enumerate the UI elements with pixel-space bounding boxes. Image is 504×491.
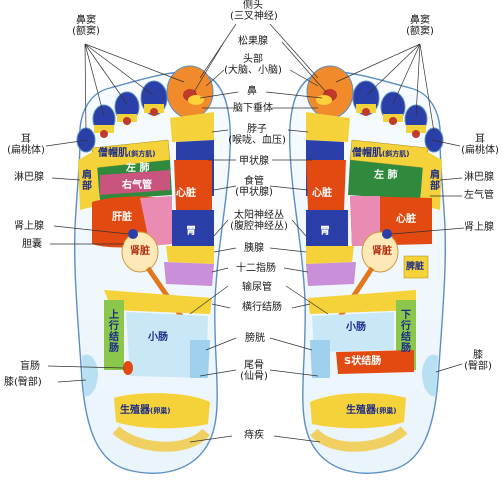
label-left-bronchus: 左气管 bbox=[464, 190, 494, 201]
right-esophagus-zone bbox=[306, 160, 346, 210]
zone-right-descending-colon: 下行结肠 bbox=[401, 310, 411, 354]
zone-right-small-intestine: 小肠 bbox=[346, 322, 366, 333]
label-thyroid: 甲状腺 bbox=[239, 156, 269, 167]
left-heart-zone bbox=[174, 160, 212, 210]
label-nose-center: 鼻 bbox=[247, 86, 257, 97]
left-transverse-colon bbox=[104, 290, 212, 314]
left-appendix bbox=[123, 361, 133, 375]
zone-right-heart: 心脏 bbox=[396, 214, 416, 225]
right-pancreas-zone bbox=[306, 246, 354, 264]
right-kidney bbox=[361, 231, 399, 273]
label-appendix: 盲肠 bbox=[20, 361, 40, 372]
right-stomach-zone bbox=[306, 210, 348, 250]
right-transverse-colon bbox=[308, 290, 416, 314]
label-head-side: 侧头(三叉神经) bbox=[230, 0, 278, 22]
zone-left-genitals: 生殖器(卵巢) bbox=[120, 405, 171, 416]
zone-right-sigmoid-colon: S状结肠 bbox=[344, 356, 382, 367]
zone-right-heart-left: 心脏 bbox=[312, 188, 332, 199]
label-left-adrenal: 肾上腺 bbox=[14, 221, 44, 232]
label-pituitary: 脑下垂体 bbox=[233, 103, 273, 114]
zone-left-lung: 左 肺 bbox=[126, 163, 150, 174]
right-sigmoid-colon bbox=[336, 350, 414, 374]
label-transverse-colon: 横行结肠 bbox=[242, 302, 282, 313]
left-duodenum-zone bbox=[164, 262, 214, 286]
right-knee-zone bbox=[422, 354, 438, 397]
label-left-knee: 膝(臀部) bbox=[4, 377, 42, 388]
label-head: 头部(大脑、小脑) bbox=[224, 54, 282, 76]
left-foot bbox=[73, 65, 232, 474]
label-pineal: 松果腺 bbox=[238, 36, 268, 47]
right-foot bbox=[288, 65, 447, 474]
leader-lines bbox=[45, 23, 465, 443]
label-left-lymph: 淋巴腺 bbox=[14, 172, 44, 183]
zone-left-small-intestine: 小肠 bbox=[148, 332, 168, 343]
label-left-sinus: 鼻窦(额窦) bbox=[72, 15, 100, 37]
label-duodenum: 十二指肠 bbox=[236, 263, 276, 274]
left-pancreas-zone bbox=[166, 246, 214, 264]
right-duodenum-zone bbox=[306, 262, 356, 286]
zone-right-shoulder: 肩部 bbox=[430, 170, 440, 192]
right-adrenal bbox=[382, 229, 392, 239]
zone-left-heart: 心脏 bbox=[176, 188, 196, 199]
zone-left-liver: 肝脏 bbox=[112, 212, 132, 223]
right-lung-zone bbox=[348, 160, 424, 200]
left-ascending-colon bbox=[104, 300, 124, 370]
label-ureter: 输尿管 bbox=[242, 282, 272, 293]
left-knee-zone bbox=[82, 354, 98, 397]
label-neck: 脖子(喉咙、血压) bbox=[228, 124, 286, 146]
zone-left-stomach: 胃 bbox=[186, 226, 196, 237]
right-toe-5 bbox=[424, 127, 444, 153]
zone-right-genitals: 生殖器(卵巢) bbox=[346, 405, 397, 416]
right-bladder bbox=[310, 340, 330, 378]
left-shoulder-zone bbox=[78, 150, 100, 210]
left-bronchus-zone bbox=[100, 170, 170, 195]
zone-right-lung: 左 肺 bbox=[374, 170, 398, 181]
label-solar-plexus: 太阳神经丛(腹腔神经丛) bbox=[230, 210, 288, 232]
zone-right-spleen: 脾脏 bbox=[406, 262, 425, 272]
right-genitals-zone bbox=[310, 393, 406, 429]
label-right-sinus: 鼻窦(额窦) bbox=[406, 15, 434, 37]
label-right-lymph: 淋巴腺 bbox=[464, 172, 494, 183]
label-left-ear: 耳(扁桃体) bbox=[7, 134, 45, 156]
zone-right-trapezius: 僧帽肌(斜方肌) bbox=[352, 148, 410, 159]
left-genitals-zone bbox=[114, 393, 210, 429]
label-right-adrenal: 肾上腺 bbox=[464, 222, 494, 233]
zone-right-stomach: 胃 bbox=[320, 226, 330, 237]
zone-left-kidney: 肾脏 bbox=[130, 246, 150, 257]
zone-right-kidney: 肾脏 bbox=[372, 246, 392, 257]
label-right-knee: 膝(臀部) bbox=[464, 350, 492, 372]
left-neck-zone bbox=[170, 112, 214, 142]
left-stomach-zone bbox=[172, 210, 214, 250]
label-right-ear: 耳(扁桃体) bbox=[461, 134, 499, 156]
right-spleen bbox=[403, 255, 429, 279]
right-neck-zone bbox=[306, 112, 350, 142]
label-coccyx: 尾骨(仙骨) bbox=[240, 360, 268, 382]
left-kidney bbox=[121, 231, 159, 273]
label-pancreas: 胰腺 bbox=[244, 243, 264, 254]
right-small-intestine bbox=[312, 312, 394, 352]
zone-left-shoulder: 肩部 bbox=[82, 170, 92, 192]
label-hemorrhoids: 痔疾 bbox=[244, 430, 264, 441]
left-bladder bbox=[190, 340, 210, 378]
label-bladder: 膀胱 bbox=[245, 333, 265, 344]
zone-left-trapezius: 僧帽肌(斜方肌) bbox=[98, 148, 156, 159]
label-esophagus: 食管(甲状腺) bbox=[235, 176, 273, 198]
zone-left-ascending-colon: 上行结肠 bbox=[109, 310, 119, 354]
zone-left-bronchus: 右气管 bbox=[122, 180, 152, 191]
right-hemorrhoid-zone bbox=[310, 426, 408, 452]
left-hemorrhoid-zone bbox=[112, 426, 210, 452]
right-shoulder-zone bbox=[420, 150, 442, 210]
left-adrenal bbox=[128, 229, 138, 239]
label-gallbladder: 胆囊 bbox=[22, 239, 42, 250]
left-small-intestine bbox=[126, 312, 208, 378]
